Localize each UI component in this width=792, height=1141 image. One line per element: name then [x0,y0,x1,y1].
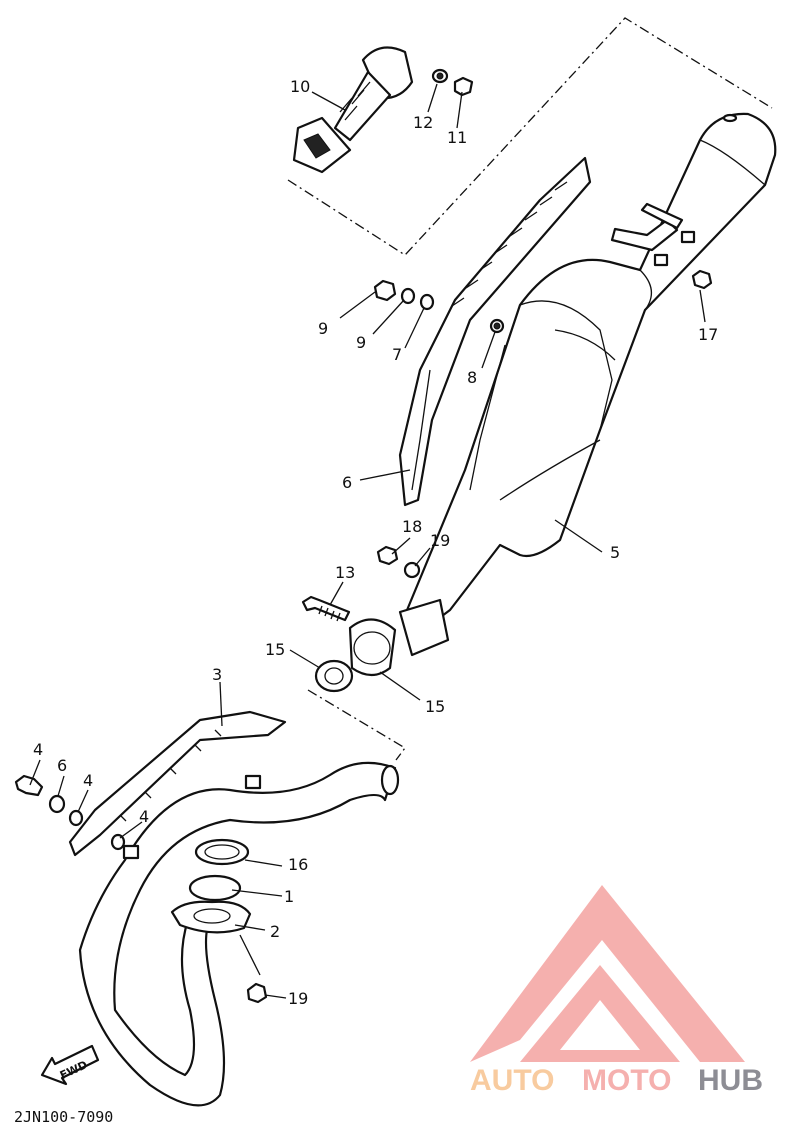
assembly-line-joint [307,689,406,761]
part-9b-grommet [489,318,505,334]
part-4b-nut [110,833,126,851]
part-20-nut [691,269,713,290]
callout-19: 19 [288,989,308,1008]
part-5-bolt [14,774,44,797]
callout-5: 4 [33,740,43,759]
callout-21: 18 [402,517,422,536]
part-21-bolt [376,545,399,566]
exhaust-pipe [78,761,400,1107]
callout-7: 5 [610,543,620,562]
part-4a-nut [68,809,84,827]
watermark-triangle-icon [470,885,745,1062]
part-2-flange [170,900,252,934]
part-11-washer [400,287,416,305]
part-18-gasket [194,838,250,866]
part-7-muffler [403,112,777,627]
part-9a-grommet [419,293,435,311]
part-13-bolt [453,76,474,97]
callout-4a: 4 [83,771,93,790]
callout-10: 9 [318,319,328,338]
part-8-heat-protector [398,156,592,507]
watermark-logo: AUTO MOTO HUB [470,885,763,1097]
part-3-protector [68,710,287,857]
part-22-collar [403,561,421,579]
callout-1: 1 [284,887,294,906]
callout-8: 6 [342,473,352,492]
callout-4b: 4 [139,807,149,826]
callout-17: 15 [425,697,445,716]
callout-2: 2 [270,922,280,941]
part-14-washer [431,68,449,84]
part-1-ring [188,874,242,902]
callout-22: 19 [430,531,450,550]
part-16-bolt [301,595,351,622]
callout-20: 17 [698,325,718,344]
callout-18: 16 [288,855,308,874]
callout-16: 13 [335,563,355,582]
callout-3: 3 [212,665,222,684]
part-10-bolt [373,279,397,302]
callout-6: 6 [57,756,67,775]
watermark-triangle-inner-icon [520,965,680,1062]
fwd-arrow: FWD [40,1044,100,1086]
callout-11: 9 [356,333,366,352]
part-15-gasket [314,659,354,693]
callout-9b: 8 [467,368,477,387]
diagram-code: 2JN100-7090 [14,1108,113,1126]
watermark-text-3: HUB [698,1064,763,1097]
callout-12: 10 [290,77,310,96]
part-6-washer [48,794,66,814]
part-12-baffle [292,46,414,174]
part-19-bolt [246,982,268,1004]
callout-14: 12 [413,113,433,132]
part-17-clamp [348,598,450,677]
assembly-lines [287,17,773,761]
callout-13: 11 [447,128,467,147]
watermark-text-2: MOTO [582,1064,671,1097]
assembly-line-silencer [287,17,773,256]
callout-15: 15 [265,640,285,659]
leader-lines [29,83,706,999]
watermark-text-1: AUTO [470,1064,554,1097]
callout-9a: 7 [392,345,402,364]
callouts: 10 12 11 9 9 7 8 6 5 17 18 19 13 15 15 3… [33,77,718,1008]
